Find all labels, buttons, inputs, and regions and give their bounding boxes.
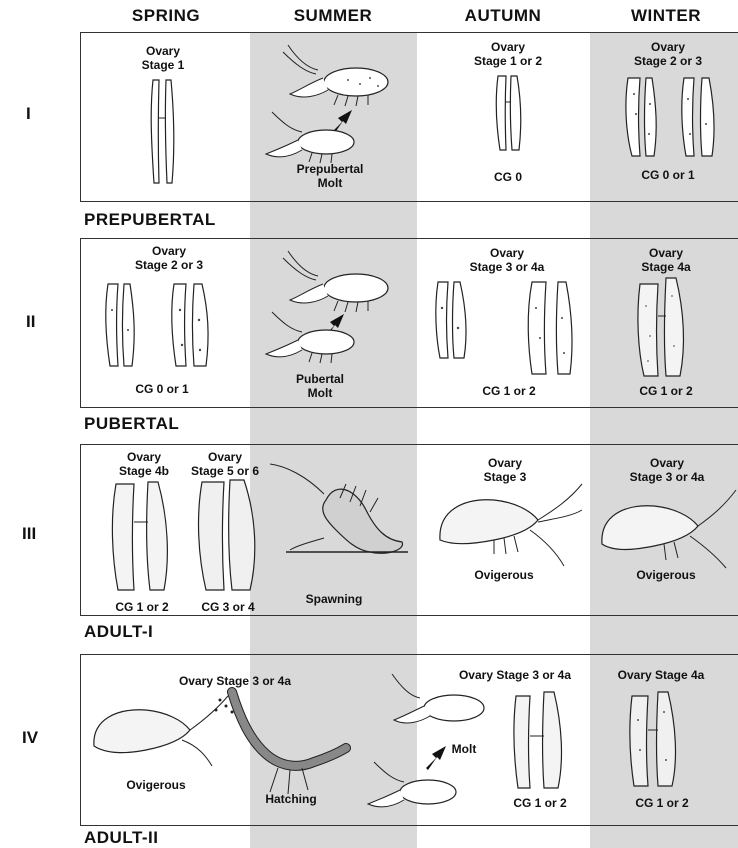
ovigerous-crayfish (434, 480, 584, 570)
crayfish-before-molt (278, 40, 396, 110)
stage-label-pubertal: PUBERTAL (84, 414, 179, 434)
cg-label: CG 1 or 2 (616, 384, 716, 398)
ovary-drawing (624, 74, 720, 160)
ovary-drawing (634, 276, 694, 380)
ovary-drawing (512, 690, 572, 792)
ovary-drawing (494, 74, 524, 154)
cg-label: CG 1 or 2 (454, 384, 564, 398)
stage-label-prepubertal: PREPUBERTAL (84, 210, 216, 230)
ovary-label: Ovary Stage 3 or 4a (150, 674, 320, 688)
ovigerous-label: Ovigerous (616, 568, 716, 582)
crayfish-after-molt (364, 760, 464, 816)
spawning-label: Spawning (284, 592, 384, 606)
stage-label-adult-ii: ADULT-II (84, 828, 159, 848)
season-header-autumn: AUTUMN (428, 6, 578, 26)
stage-label-adult-i: ADULT-I (84, 622, 153, 642)
season-header-winter: WINTER (596, 6, 736, 26)
season-header-summer: SUMMER (258, 6, 408, 26)
crayfish-after-molt (262, 310, 362, 366)
ovary-drawing (104, 280, 220, 370)
crayfish-before-molt (384, 670, 494, 736)
spawning-crayfish (266, 460, 416, 560)
crayfish-before-molt (278, 246, 396, 316)
ovigerous-crayfish (596, 486, 738, 572)
ovary-drawing (434, 278, 584, 378)
crayfish-after-molt (262, 110, 362, 166)
cg-label: CG 0 (458, 170, 558, 184)
molt-label: Molt (444, 742, 484, 756)
cg-label: CG 1 or 2 (490, 796, 590, 810)
ovary-drawing (628, 690, 688, 790)
ovigerous-label: Ovigerous (106, 778, 206, 792)
cg-label: CG 1 or 2 (100, 600, 184, 614)
ovary-drawing (108, 478, 178, 594)
ovary-drawing (196, 476, 262, 594)
cg-label: CG 1 or 2 (612, 796, 712, 810)
cg-label: CG 0 or 1 (618, 168, 718, 182)
row-numeral-1: I (26, 104, 31, 124)
ovary-label: Ovary Stage 4a (606, 668, 716, 682)
row-numeral-4: IV (22, 728, 38, 748)
row-numeral-3: III (22, 524, 36, 544)
cg-label: CG 0 or 1 (112, 382, 212, 396)
season-header-spring: SPRING (96, 6, 236, 26)
row-numeral-2: II (26, 312, 35, 332)
hatching-crayfish (226, 688, 366, 798)
hatching-label: Hatching (246, 792, 336, 806)
ovigerous-label: Ovigerous (454, 568, 554, 582)
ovary-drawing (148, 78, 178, 188)
ovigerous-crayfish (88, 690, 238, 776)
cg-label: CG 3 or 4 (186, 600, 270, 614)
